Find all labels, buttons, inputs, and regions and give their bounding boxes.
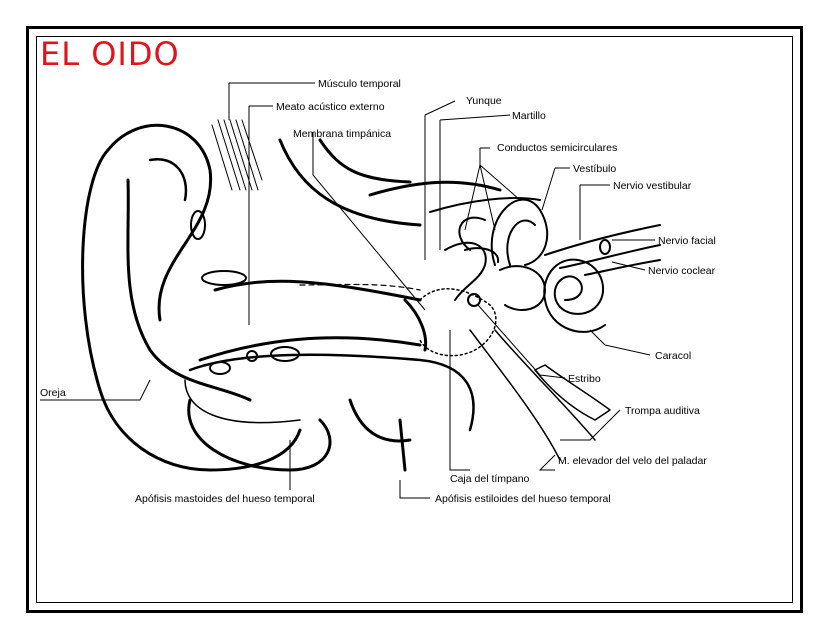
label-caracol: Caracol [655, 350, 691, 362]
semicircular-3 [458, 216, 486, 251]
label-trompa: Trompa auditiva [625, 405, 700, 417]
label-conductos: Conductos semicirculares [497, 142, 617, 154]
pinna-inner [106, 123, 213, 322]
label-vestibulo: Vestíbulo [573, 163, 616, 175]
canal-dashed [299, 283, 421, 291]
label-meato: Meato acústico externo [276, 101, 385, 113]
eustachian-tube-2 [494, 329, 596, 441]
cartilage-2 [184, 379, 301, 424]
styloid [398, 418, 407, 472]
skull-arc-3 [368, 180, 502, 197]
temporal-muscle-hatch [211, 119, 263, 191]
eustachian-tube-1 [469, 329, 561, 461]
label-caja: Caja del tímpano [450, 473, 530, 485]
skull-arc-2 [318, 138, 412, 184]
pinna-outline [81, 148, 302, 472]
label-musculo-temporal: Músculo temporal [318, 78, 401, 90]
label-elevador: M. elevador del velo del paladar [558, 455, 707, 467]
nerve-vestibular [544, 224, 661, 256]
helix-fold [126, 178, 252, 402]
label-yunque: Yunque [466, 95, 502, 107]
inner-frame [36, 36, 793, 603]
stapes [467, 293, 481, 307]
nerve-cochlear [584, 259, 661, 276]
canal-lower [198, 336, 422, 362]
semicircular-2 [506, 219, 536, 266]
antihelix [148, 157, 188, 202]
skull-arc-4 [429, 197, 541, 213]
cartilage-spot-2 [201, 270, 247, 286]
diagram-title: EL OIDO [40, 35, 180, 73]
nerve-facial [559, 244, 661, 269]
semicircular-1 [490, 198, 549, 266]
vestibule [499, 265, 546, 311]
label-mastoides: Apófisis mastoides del hueso temporal [135, 493, 315, 505]
label-martillo: Martillo [512, 110, 546, 122]
malleus [444, 241, 487, 301]
label-nervio-facial: Nervio facial [658, 235, 716, 247]
label-estiloides: Apófisis estiloides del hueso temporal [435, 493, 611, 505]
outer-frame [26, 26, 803, 613]
label-nervio-coclear: Nervio coclear [648, 265, 716, 277]
leader-lines [40, 82, 655, 499]
label-membrana: Membrana timpánica [293, 128, 391, 140]
label-estribo: Estribo [568, 373, 601, 385]
tympanic-membrane [403, 298, 428, 352]
mastoid-lines [348, 398, 412, 443]
skull-arc-1 [278, 138, 422, 227]
label-nervio-vestibular: Nervio vestibular [613, 180, 692, 192]
canal-upper [213, 279, 422, 302]
label-oreja: Oreja [40, 387, 66, 399]
cartilage-spot-5 [270, 346, 300, 362]
cartilage [188, 353, 475, 432]
cartilage-spot-3 [209, 361, 231, 375]
cartilage-spot-1 [190, 210, 206, 240]
cochlea [543, 258, 606, 333]
cartilage-spot-4 [246, 350, 258, 362]
middle-ear-cavity [419, 288, 497, 357]
ear-lobe [187, 398, 332, 472]
nerve-bundle [599, 239, 611, 255]
levator-muscle [534, 364, 611, 421]
